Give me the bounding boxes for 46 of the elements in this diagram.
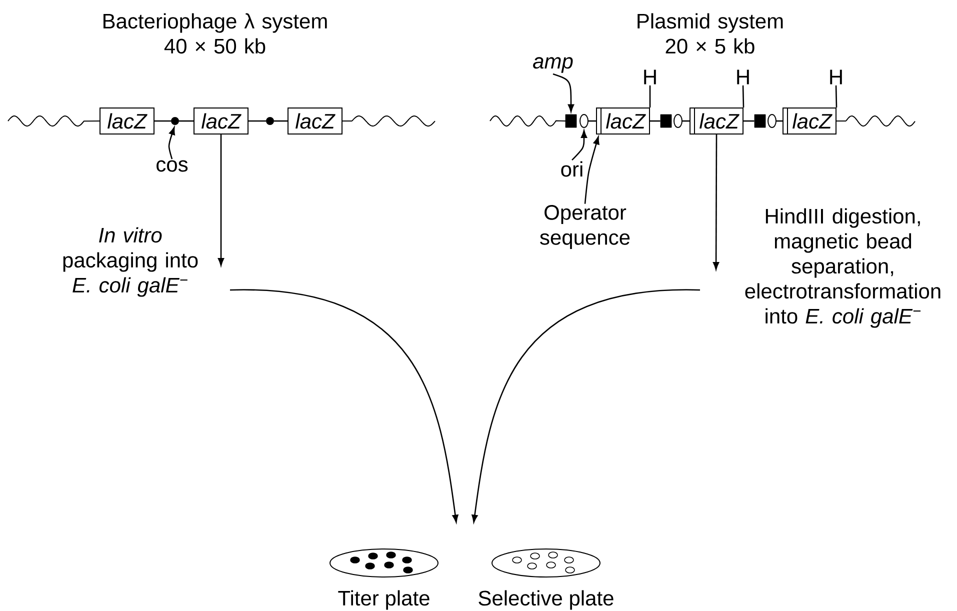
arrow [472, 289, 700, 523]
strand-line [179, 120, 194, 122]
site-label: amp [533, 57, 573, 73]
cos-site-dot [171, 117, 179, 125]
site-label: H [830, 70, 842, 84]
strand-line [588, 120, 596, 122]
cos-site-dot [266, 117, 274, 125]
plate-label: Titer plate [338, 590, 430, 610]
plate-label: Selective plate [478, 590, 614, 610]
edge-label: In vitro packaging into E. coli galE$^{−}$ [52, 226, 209, 298]
gene-box: lacZ [100, 108, 154, 134]
strand-line [776, 120, 782, 122]
edge-label: HindIII digestion, magnetic bead separation, electrotransformation into E. coli galE$^{−}$ [730, 207, 956, 329]
strand-line [682, 120, 690, 122]
arrow [230, 289, 458, 523]
gene-box: lacZ [194, 108, 248, 134]
marker-block [660, 114, 672, 128]
leader-line [572, 130, 588, 161]
heading: Plasmid system 20 × 5 kb [638, 13, 783, 54]
gene-box: lacZ [782, 107, 836, 135]
site-label: H [737, 70, 749, 84]
site-label: H [644, 70, 656, 84]
gene-box: lacZ [288, 108, 342, 134]
gene-box: lacZ [596, 107, 650, 135]
arrow [713, 134, 720, 270]
strand-line [744, 120, 754, 122]
heading: Bacteriophage λ system 40 × 50 kb [104, 13, 327, 54]
ori-oval [674, 114, 682, 128]
ori-oval [580, 114, 588, 128]
site-label: ori [561, 161, 582, 177]
site-label: cos [156, 160, 188, 172]
strand-line [650, 120, 660, 122]
site-tick [835, 85, 838, 108]
leader-line [168, 127, 175, 160]
site-tick [649, 85, 651, 108]
site-tick [742, 85, 744, 108]
strand-line [154, 120, 171, 122]
strand-line [248, 120, 266, 122]
arrow [218, 134, 224, 266]
strand-line [274, 120, 288, 122]
gene-box: lacZ [690, 107, 744, 135]
marker-block [754, 114, 766, 128]
site-label: Operator sequence [540, 205, 630, 250]
ori-oval [768, 114, 776, 128]
leader-line [584, 136, 600, 204]
leader-line [552, 73, 574, 112]
